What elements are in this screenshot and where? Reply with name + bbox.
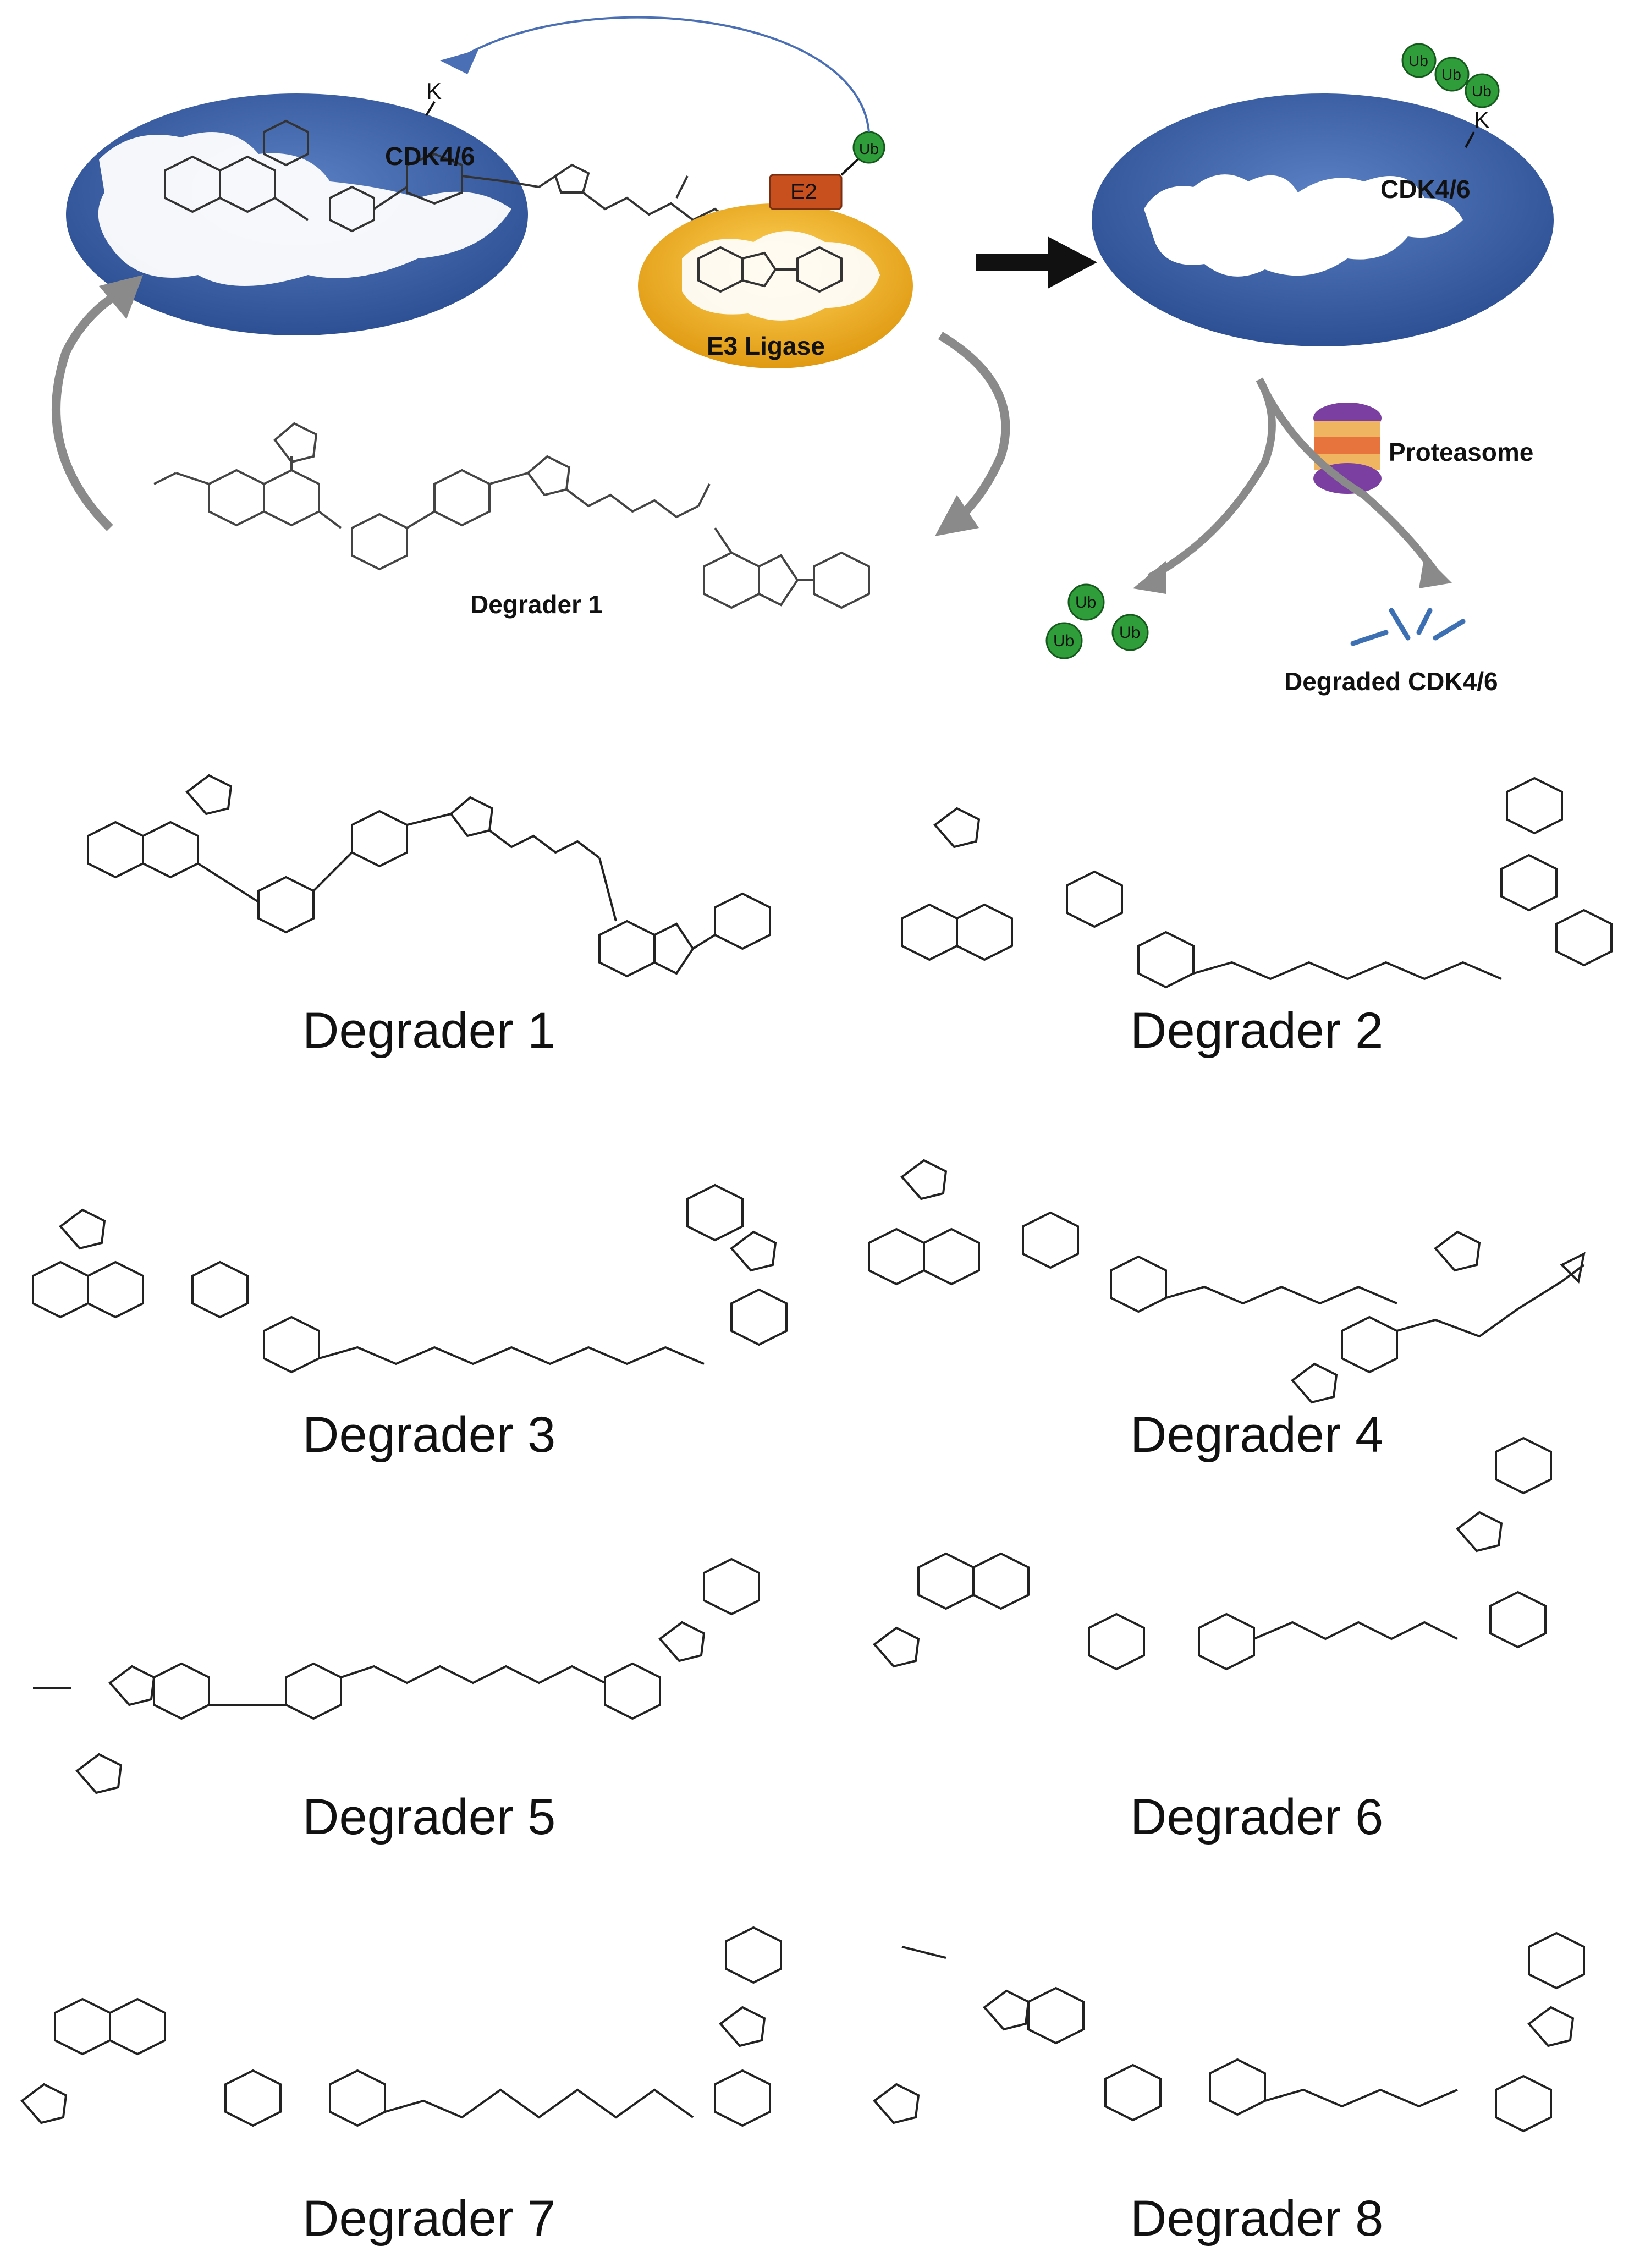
released-ubiquitin: Ub Ub Ub (1045, 583, 1149, 659)
ub-chain-1 (1401, 43, 1437, 78)
left-lysine-label: K (426, 78, 442, 104)
degradation-arrow (1256, 378, 1439, 575)
recycle-arrow-left (52, 282, 134, 531)
structure-degrader-6: Degrader 6 (873, 1436, 1552, 1845)
proteasome-label: Proteasome (1389, 438, 1533, 466)
structure-label: Degrader 6 (1130, 1789, 1383, 1845)
forward-arrow (976, 236, 1097, 289)
mechanism-scheme: CDK4/6 K E3 Ligase E2 (52, 16, 1554, 696)
ub-label-e2: Ub (859, 140, 879, 157)
structure-grid: Degrader 1 Degrader 2 (20, 774, 1613, 2247)
triazole-linker (505, 163, 738, 227)
ub-chain-2 (1434, 57, 1470, 92)
ub-transfer-arrow (455, 16, 870, 133)
ub-chain-label-2: Ub (1441, 66, 1461, 83)
structure-degrader-7: Degrader 7 (20, 1926, 782, 2247)
structure-degrader-8: Degrader 8 (873, 1931, 1585, 2247)
structure-label: Degrader 3 (302, 1407, 555, 1463)
e2-label: E2 (790, 180, 817, 204)
structure-label: Degrader 5 (302, 1789, 555, 1845)
released-ub-label-2: Ub (1053, 632, 1074, 650)
structure-label: Degrader 2 (1130, 1003, 1383, 1059)
ub-chain-label-3: Ub (1472, 82, 1492, 100)
left-protein-label: CDK4/6 (385, 142, 475, 170)
released-ub-label-1: Ub (1075, 593, 1096, 612)
structure-degrader-3: Degrader 3 (32, 1183, 788, 1463)
ub-chain-3 (1465, 73, 1500, 108)
structure-label: Degrader 4 (1130, 1407, 1383, 1463)
e3-label: E3 Ligase (707, 332, 825, 360)
ub-chain-label-1: Ub (1408, 52, 1428, 69)
degraded-label: Degraded CDK4/6 (1284, 667, 1498, 696)
recycle-arrow-right (938, 332, 1010, 532)
structure-label: Degrader 1 (302, 1003, 555, 1059)
cdk46-protein-ubiquitinated: CDK4/6 K Ub Ub Ub (1092, 43, 1554, 346)
ub-release-arrow (1147, 377, 1276, 581)
structure-degrader-5: Degrader 5 (33, 1557, 760, 1845)
e3-ligase: E3 Ligase (638, 203, 913, 368)
cdk46-protein-bound: CDK4/6 K (66, 78, 528, 335)
right-protein-label: CDK4/6 (1380, 175, 1471, 203)
structure-label: Degrader 8 (1130, 2190, 1383, 2247)
released-ub-label-3: Ub (1119, 624, 1140, 642)
scheme-degrader-label: Degrader 1 (470, 590, 602, 619)
structure-label: Degrader 7 (302, 2190, 555, 2247)
ub-transfer-arrowhead (440, 49, 478, 74)
e2-enzyme: E2 Ub (769, 131, 885, 210)
degraded-fragments (1350, 608, 1466, 646)
structure-degrader-2: Degrader 2 (901, 777, 1613, 1059)
structure-degrader-1: Degrader 1 (87, 774, 771, 1059)
free-degrader-structure (153, 422, 870, 609)
right-lysine-label: K (1474, 107, 1489, 133)
proteasome: Proteasome (1313, 403, 1533, 494)
structure-degrader-4: Degrader 4 (868, 1159, 1586, 1463)
